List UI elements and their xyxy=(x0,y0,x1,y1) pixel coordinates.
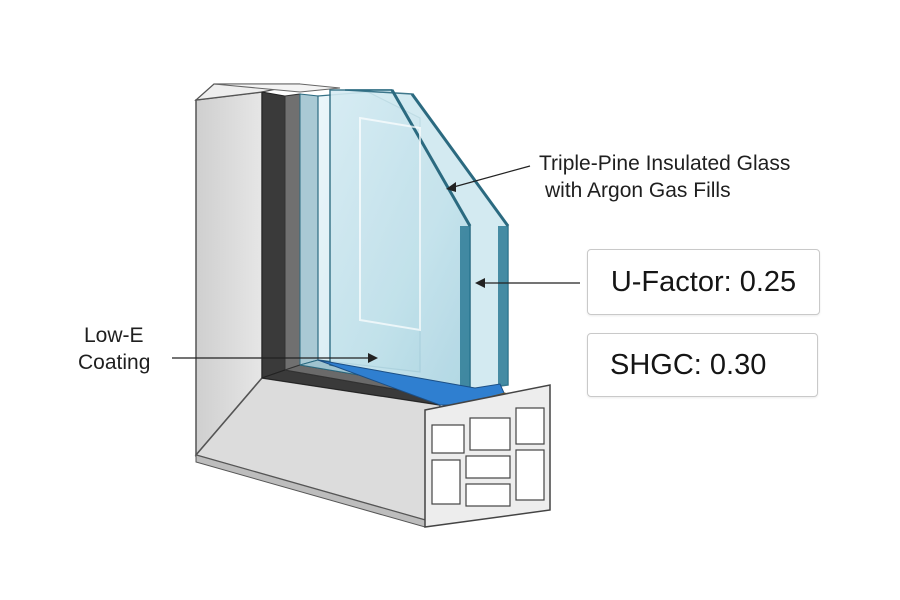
low-e-callout: Low-E Coating xyxy=(78,322,150,376)
u-factor-label: U-Factor: 0.25 xyxy=(610,265,797,298)
glass-callout-line2: with Argon Gas Fills xyxy=(545,179,731,202)
shgc-label: SHGC: 0.30 xyxy=(610,348,767,381)
glass-callout: Triple-Pine Insulated Glass with Argon G… xyxy=(539,150,790,204)
sill-profile xyxy=(424,384,551,528)
glass-callout-line1: Triple-Pine Insulated Glass xyxy=(539,152,791,175)
leader-lines xyxy=(172,165,580,363)
low-e-callout-line2: Coating xyxy=(78,351,151,374)
u-factor-box: U-Factor: 0.25 xyxy=(587,249,820,315)
glass-panes xyxy=(317,89,510,391)
shgc-box: SHGC: 0.30 xyxy=(587,333,818,397)
low-e-callout-line1: Low-E xyxy=(84,324,144,347)
